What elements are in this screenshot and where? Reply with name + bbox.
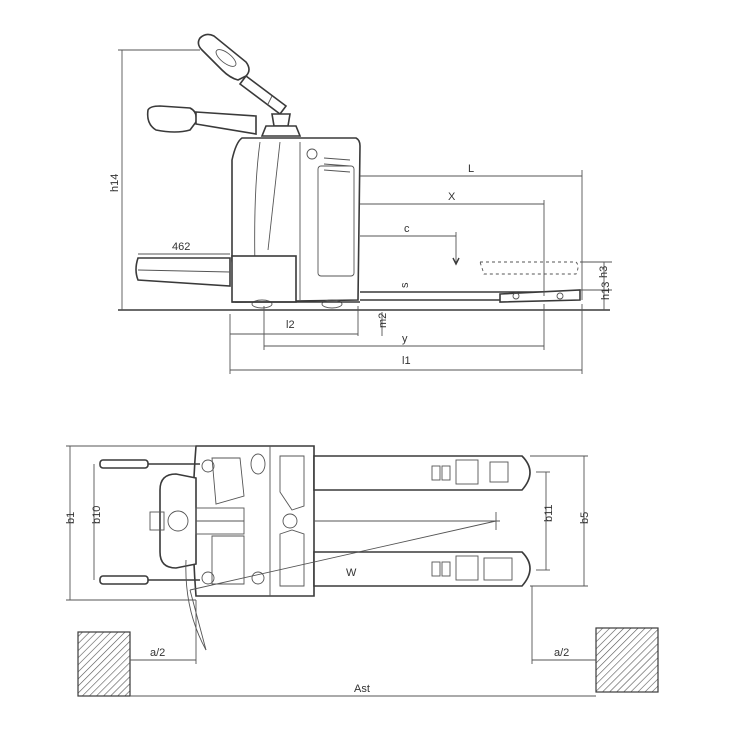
- dim-s: s: [399, 282, 411, 288]
- dim-c: c: [404, 223, 410, 235]
- dim-W: W: [346, 567, 357, 579]
- dim-a2-left: a/2: [150, 647, 165, 659]
- dim-h13: h13: [600, 282, 612, 300]
- dim-m2: m2: [377, 313, 389, 328]
- dim-462: 462: [172, 241, 190, 253]
- dim-h3: h3: [598, 266, 610, 278]
- side-view: h14 L X c 462 s h3 h13 l2 m2: [109, 33, 612, 374]
- dim-l1: l1: [402, 355, 411, 367]
- dim-h14: h14: [109, 174, 121, 192]
- dim-b5: b5: [579, 512, 591, 524]
- dim-a2-right: a/2: [554, 647, 569, 659]
- dim-b11: b11: [543, 504, 555, 522]
- dim-b10: b10: [91, 506, 103, 524]
- operator-handle: [146, 105, 257, 135]
- chassis-body: [231, 137, 361, 309]
- tiller-arm: [197, 33, 302, 137]
- side-handles: [99, 459, 200, 585]
- dim-l2: l2: [286, 319, 295, 331]
- dim-y: y: [402, 333, 408, 345]
- tiller-top: [149, 473, 245, 569]
- dim-X: X: [448, 191, 456, 203]
- dim-b1: b1: [65, 512, 77, 524]
- fork-top-lower: [313, 551, 531, 587]
- foot-platform: [135, 257, 231, 287]
- fork-side: [360, 261, 581, 303]
- fork-top-upper: [313, 455, 531, 491]
- aisle-wall-right: [595, 627, 659, 693]
- dim-L: L: [468, 163, 474, 175]
- top-view: W b1 b10 b11 b5 a/2 a/2 Ast: [65, 445, 659, 697]
- dim-Ast: Ast: [354, 683, 370, 695]
- aisle-wall-left: [77, 631, 131, 697]
